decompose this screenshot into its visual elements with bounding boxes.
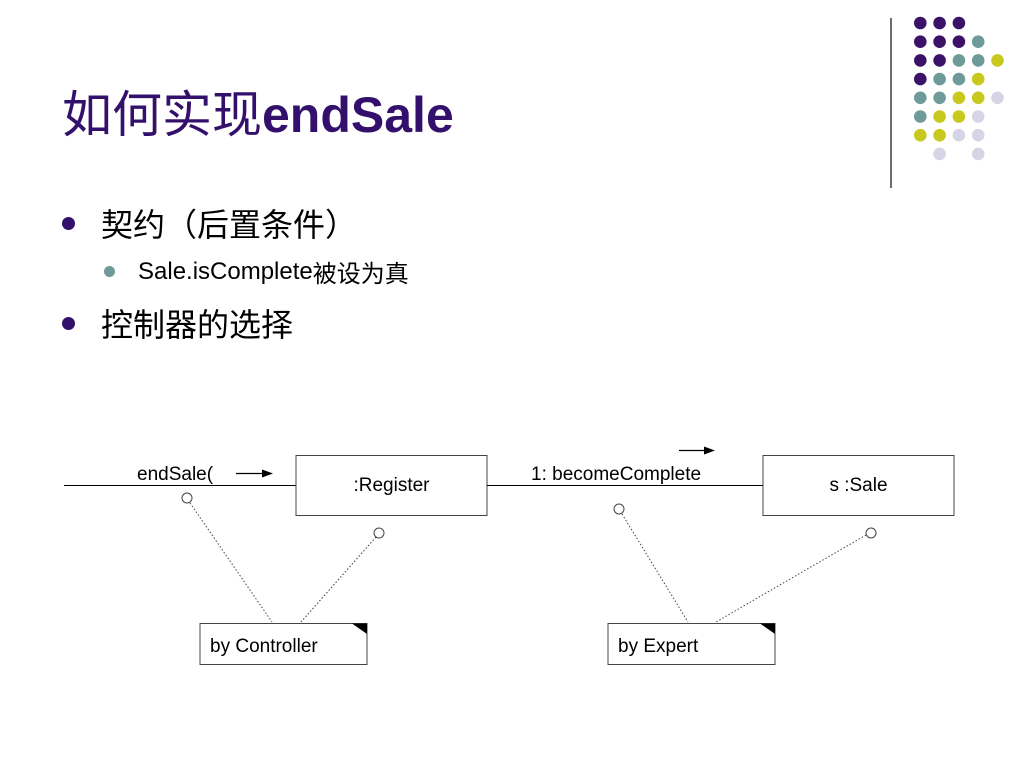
note-connector: [189, 502, 273, 623]
note-connector: [715, 534, 867, 623]
decorative-dot: [971, 72, 985, 86]
decorative-vertical-line: [890, 18, 892, 188]
message-1-arrow-icon: [679, 446, 715, 455]
decorative-dot: [991, 91, 1004, 105]
decorative-dot: [971, 91, 985, 105]
decorative-dot: [933, 128, 946, 142]
note-anchor-circle-icon: [181, 492, 193, 504]
decorative-dot: [933, 16, 946, 30]
slide-title-latin: endSale: [262, 87, 454, 143]
bullet-text: 契约（后置条件）: [101, 206, 358, 244]
sub-bullet-text-latin: Sale.isComplete: [138, 257, 313, 285]
decorative-dot: [914, 72, 927, 86]
decorative-dot: [914, 54, 927, 67]
incoming-message-arrow-icon: [236, 469, 273, 478]
decorative-dot: [914, 110, 927, 123]
note-anchor-circle-icon: [613, 503, 625, 515]
decorative-dot: [971, 128, 985, 142]
decorative-dot: [952, 91, 966, 105]
note-fold-corner-icon: [352, 623, 367, 634]
bullet-dot-icon: [62, 216, 75, 230]
decorative-dot: [914, 35, 927, 48]
note-expert[interactable]: by Expert: [607, 623, 776, 665]
decorative-dot: [933, 35, 946, 48]
decorative-dot: [914, 91, 927, 105]
register-object-label: :Register: [353, 475, 430, 496]
decorative-dot: [952, 54, 966, 67]
bullet-controller-choice: 控制器的选择: [62, 300, 293, 346]
decorative-dot: [914, 16, 927, 30]
note-expert-text: by Expert: [618, 636, 699, 657]
message-1-label: 1: becomeComplete: [531, 464, 701, 485]
decorative-dot: [952, 128, 966, 142]
decorative-dot: [971, 110, 985, 123]
sub-bullet-text-cjk: 被设为真: [312, 260, 409, 288]
decorative-dot: [933, 91, 946, 105]
decorative-dot: [952, 35, 966, 48]
decorative-dot: [933, 110, 946, 123]
note-anchor-circle-icon: [865, 527, 877, 539]
incoming-message-label: endSale(: [137, 464, 214, 485]
decorative-dot: [991, 54, 1004, 67]
register-object-box[interactable]: [295, 455, 488, 516]
decorative-dot-grid: [914, 16, 1004, 161]
decorative-dot: [952, 72, 966, 86]
bullet-contract: 契约（后置条件）: [62, 200, 357, 246]
decorative-dot: [952, 110, 966, 123]
slide-title: 如何实现endSale: [62, 88, 454, 143]
bullet-text: 控制器的选择: [101, 306, 294, 344]
note-controller-text: by Controller: [210, 636, 318, 657]
note-controller[interactable]: by Controller: [199, 623, 368, 665]
sale-object-box[interactable]: [762, 455, 955, 516]
decorative-dot: [933, 72, 946, 86]
decorative-dot: [971, 54, 985, 67]
sub-bullet-dot-icon: [104, 266, 115, 277]
note-connector: [621, 513, 689, 623]
decorative-dot: [933, 54, 946, 67]
decorative-dot: [933, 147, 946, 161]
note-connector: [300, 536, 377, 623]
bullet-dot-icon: [62, 316, 75, 330]
decorative-dot: [914, 128, 927, 142]
note-fold-corner-icon: [760, 623, 775, 634]
decorative-dot: [971, 35, 985, 48]
sale-object-label: s :Sale: [829, 475, 887, 496]
note-anchor-circle-icon: [373, 527, 385, 539]
slide-title-cjk: 如何实现: [62, 86, 262, 144]
decorative-dot: [971, 147, 985, 161]
decorative-dot: [952, 16, 966, 30]
